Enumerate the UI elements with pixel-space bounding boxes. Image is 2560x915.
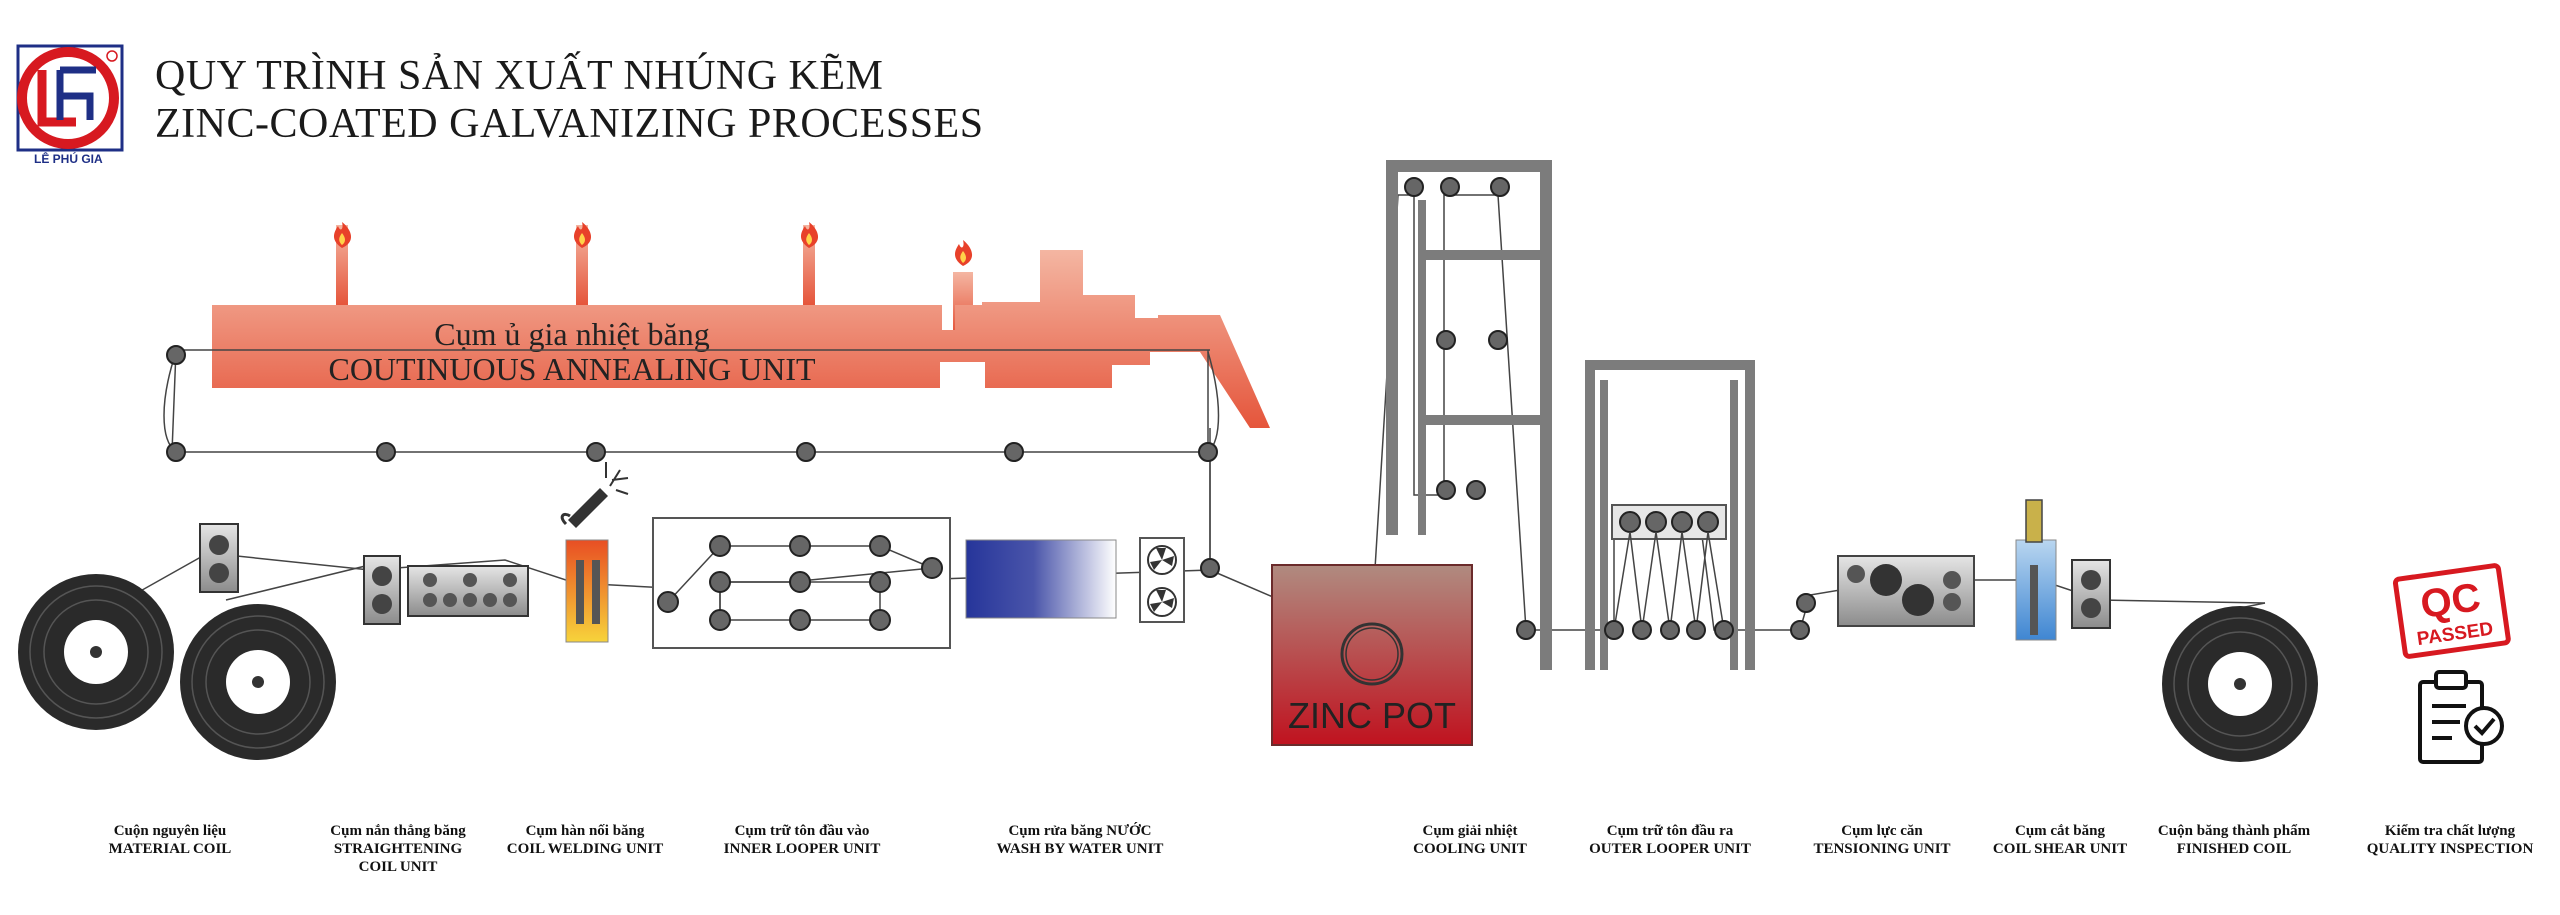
- flame-icon: [334, 222, 352, 248]
- logo-text: LÊ PHÚ GIA: [34, 152, 103, 166]
- clipboard-check-icon: [2418, 670, 2504, 764]
- finished-coil: [2162, 606, 2318, 762]
- outer-looper-unit: [1585, 360, 1755, 670]
- furnace-label-vi: Cụm ủ gia nhiệt băng: [434, 316, 710, 352]
- coil-shear-unit: [2015, 499, 2057, 641]
- straightening-unit: [363, 555, 529, 625]
- flame-icon: [574, 222, 592, 248]
- wash-unit: [965, 539, 1117, 619]
- outer-looper-rolls: [1604, 504, 1816, 640]
- furnace-label-en: COUTINUOUS ANNEALING UNIT: [328, 351, 816, 387]
- page-title-vi: QUY TRÌNH SẢN XUẤT NHÚNG KẼM: [155, 53, 884, 99]
- material-coil: [18, 574, 174, 730]
- pinch-roll: [2071, 559, 2111, 629]
- zinc-pot: [1271, 564, 1473, 746]
- inner-looper-unit: [652, 517, 951, 649]
- welding-torch-icon: [560, 462, 629, 528]
- fan-icon: [1139, 537, 1185, 623]
- qc-label: QC: [2418, 575, 2484, 627]
- company-logo: [16, 44, 124, 152]
- tensioning-unit: [1837, 555, 1975, 627]
- qc-passed-stamp: QC PASSED: [2392, 563, 2511, 659]
- pinch-roll: [199, 523, 239, 593]
- roller-row: [1404, 177, 1536, 640]
- zinc-pot-label: ZINC POT: [1288, 695, 1456, 736]
- cooling-tower: [1386, 160, 1552, 670]
- material-coil: [180, 604, 336, 760]
- flame-icon: [955, 240, 973, 266]
- roller-row: [166, 345, 1220, 578]
- annealing-furnace: [212, 225, 1270, 428]
- page-title-en: ZINC-COATED GALVANIZING PROCESSES: [155, 101, 984, 147]
- flame-icon: [801, 222, 819, 248]
- welding-unit: [565, 539, 609, 643]
